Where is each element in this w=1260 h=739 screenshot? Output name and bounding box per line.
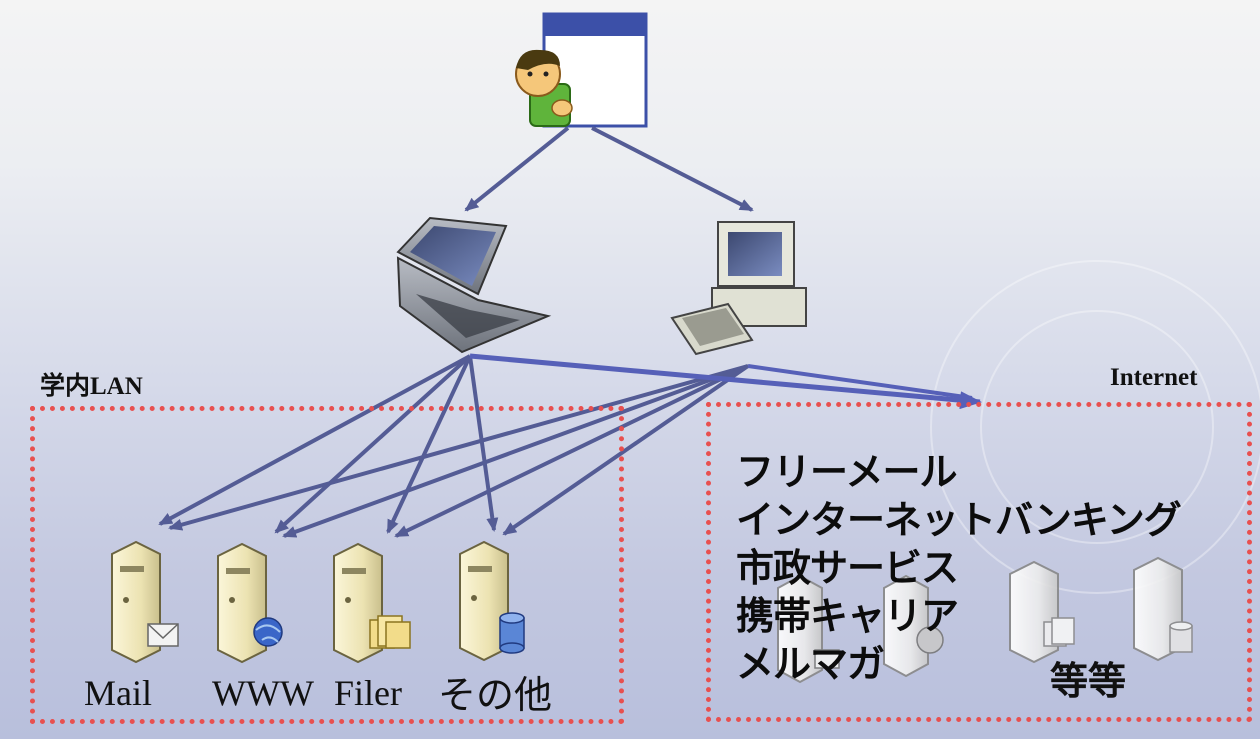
internet-server-filer — [1009, 560, 1075, 664]
arrow-desktop-to-other — [502, 364, 750, 536]
desktop-computer-icon — [670, 221, 807, 356]
globe-icon — [916, 626, 944, 654]
arrow-laptop-to-internet — [469, 353, 982, 410]
server-other — [459, 540, 525, 662]
arrow-laptop-to-www — [274, 354, 472, 534]
internet-title: Internet — [1110, 364, 1198, 391]
arrow-laptop-to-filer — [386, 355, 472, 534]
server-label-mail: Mail — [84, 673, 152, 713]
internet-server-mail — [777, 574, 840, 684]
service-item: フリーメール — [736, 450, 957, 494]
internet-services-list: フリーメール インターネットバンキング 市政サービス 携帯キャリア メルマガ — [736, 448, 1182, 688]
database-icon — [499, 612, 525, 654]
arrow-laptop-to-mail — [158, 354, 471, 526]
service-item: メルマガ — [736, 642, 885, 686]
globe-icon — [253, 617, 283, 647]
service-item: インターネットバンキング — [736, 498, 1182, 542]
server-label-filer: Filer — [334, 673, 402, 713]
background-swirl — [980, 310, 1214, 544]
database-icon — [1169, 621, 1193, 653]
mail-icon — [147, 623, 179, 647]
internet-server-database — [1133, 556, 1193, 662]
arrow-desktop-to-filer — [394, 364, 749, 538]
arrow-user-to-desktop — [591, 126, 754, 212]
server-label-www: WWW — [212, 673, 314, 713]
server-filer — [333, 542, 411, 664]
folder-icon — [369, 615, 411, 649]
arrow-desktop-to-internet — [747, 364, 973, 400]
arrow-user-to-laptop — [464, 126, 570, 212]
service-item: 携帯キャリア — [736, 594, 959, 638]
arrow-laptop-to-other — [468, 355, 499, 532]
user-avatar-icon — [515, 12, 648, 128]
arrow-desktop-to-mail — [168, 364, 749, 531]
internet-boundary — [706, 402, 1252, 722]
laptop-icon — [396, 216, 552, 354]
background-swirl — [930, 260, 1260, 594]
server-www — [217, 542, 283, 664]
service-item: 市政サービス — [736, 546, 959, 590]
server-label-other: その他 — [438, 673, 553, 717]
etc-label: 等等 — [1050, 659, 1127, 703]
internet-server-www — [883, 574, 944, 678]
lan-boundary — [30, 406, 624, 724]
server-mail — [111, 540, 179, 664]
folder-icon — [1043, 617, 1075, 647]
arrow-desktop-to-www — [282, 364, 749, 538]
lan-title: 学内LAN — [40, 373, 143, 400]
